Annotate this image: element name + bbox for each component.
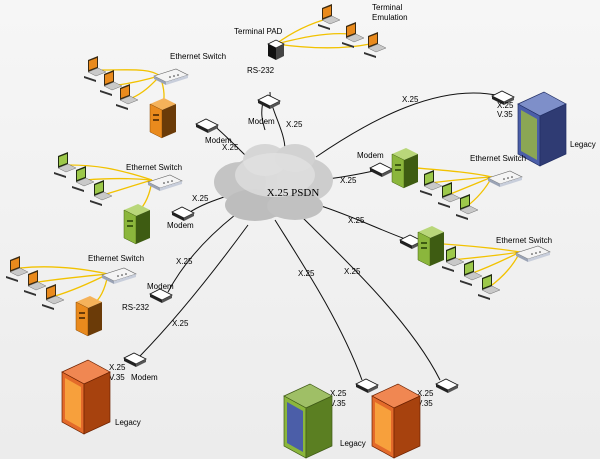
- switch-label: Ethernet Switch: [126, 163, 182, 172]
- modem-icon: [369, 162, 393, 178]
- link-bottom2: [299, 214, 441, 381]
- workstation-icon: [5, 255, 29, 283]
- x25-label: X.25: [192, 194, 209, 203]
- rs232-label: RS-232: [122, 303, 150, 312]
- link-left4: [139, 224, 249, 357]
- terminal-emulation-label: Emulation: [372, 13, 408, 22]
- psdn-cloud: X.25 PSDN: [214, 144, 333, 221]
- modem-icon: [123, 352, 147, 368]
- modem-label: Modem: [205, 136, 232, 145]
- workstation-icon: [477, 273, 501, 301]
- cloud-label: X.25 PSDN: [267, 187, 320, 199]
- x25-label: X.25: [172, 319, 189, 328]
- v35-label: V.35: [417, 399, 433, 408]
- server-icon: [123, 203, 151, 245]
- switch-label: Ethernet Switch: [470, 154, 526, 163]
- x25-label: X.25: [417, 389, 434, 398]
- workstation-icon: [317, 3, 341, 31]
- v35-label: V.35: [330, 399, 346, 408]
- modem-icon: [195, 118, 219, 134]
- link-right-top: [315, 92, 501, 158]
- ethernet-switch-icon: [515, 245, 551, 263]
- x25-label: X.25: [340, 176, 357, 185]
- workstation-icon: [23, 269, 47, 297]
- wan-links: [139, 91, 501, 381]
- x25-label: X.25: [222, 143, 239, 152]
- x25-label: X.25: [348, 216, 365, 225]
- link-bottom1: [274, 219, 363, 381]
- modem-label: Modem: [147, 282, 174, 291]
- workstation-icon: [459, 259, 483, 287]
- server-icon: [391, 147, 419, 189]
- lan-cluster-bottom-left: Ethernet Switch X.25 Modem RS-232: [5, 254, 193, 337]
- terminal-pad-group: Terminal PAD Terminal Emulation RS-232 M…: [234, 3, 408, 129]
- x25-label: X.25: [286, 120, 303, 129]
- ethernet-switch-icon: [147, 174, 183, 192]
- switch-label: Ethernet Switch: [170, 52, 226, 61]
- ethernet-switch-icon: [153, 68, 189, 86]
- link-left3: [167, 214, 236, 293]
- lan-cluster-mid-left: Ethernet Switch X.25 Modem: [53, 151, 209, 245]
- ethernet-switch-icon: [101, 267, 137, 285]
- workstation-icon: [341, 21, 365, 49]
- server-icon: [149, 97, 177, 139]
- lan-cluster-right-1: Modem X.25 Ethernet Switch: [340, 147, 526, 221]
- modem-icon: [257, 94, 281, 110]
- legacy-mainframe-icon: [61, 359, 111, 435]
- link-right2: [317, 204, 409, 241]
- server-icon: [75, 295, 103, 337]
- server-icon: [417, 225, 445, 267]
- x25-label: X.25: [497, 101, 514, 110]
- modem-label: Modem: [357, 151, 384, 160]
- x25-label: X.25: [402, 95, 419, 104]
- terminal-pad-icon: [267, 39, 285, 61]
- workstation-icon: [41, 283, 65, 311]
- switch-label: Ethernet Switch: [496, 236, 552, 245]
- x25-label: X.25: [330, 389, 347, 398]
- legacy-mainframe-icon: [371, 383, 421, 459]
- modem-icon: [171, 206, 195, 222]
- legacy-right-top: X.25 X.25 V.35 Legacy: [402, 90, 596, 167]
- legacy-label: Legacy: [340, 439, 366, 448]
- rs232-label: RS-232: [247, 66, 275, 75]
- legacy-label: Legacy: [570, 140, 596, 149]
- x25-label: X.25: [298, 269, 315, 278]
- ethernet-switch-icon: [487, 170, 523, 188]
- terminal-pad-label: Terminal PAD: [234, 27, 283, 36]
- modem-label: Modem: [167, 221, 194, 230]
- x25-label: X.25: [109, 363, 126, 372]
- workstation-icon: [83, 55, 107, 83]
- legacy-label: Legacy: [115, 418, 141, 427]
- lan-cluster-right-2: X.25 Ethernet Switch: [348, 216, 552, 301]
- legacy-mainframe-icon: [283, 383, 333, 459]
- modem-label: Modem: [131, 373, 158, 382]
- x25-label: X.25: [176, 257, 193, 266]
- modem-icon: [355, 378, 379, 394]
- workstation-icon: [99, 69, 123, 97]
- modem-label: Modem: [248, 117, 275, 126]
- workstation-icon: [419, 169, 443, 197]
- v35-label: V.35: [109, 373, 125, 382]
- switch-label: Ethernet Switch: [88, 254, 144, 263]
- legacy-bottom-center: X.25 X.25 X.25 V.35 X.25 V.35 Legacy: [283, 267, 459, 459]
- terminal-emulation-label: Terminal: [372, 3, 402, 12]
- lan-cluster-top-left: Ethernet Switch Modem X.25: [83, 52, 239, 152]
- legacy-bottom-left: X.25 X.25 V.35 Modem Legacy: [61, 319, 189, 435]
- x25-label: X.25: [344, 267, 361, 276]
- v35-label: V.35: [497, 110, 513, 119]
- modem-icon: [435, 378, 459, 394]
